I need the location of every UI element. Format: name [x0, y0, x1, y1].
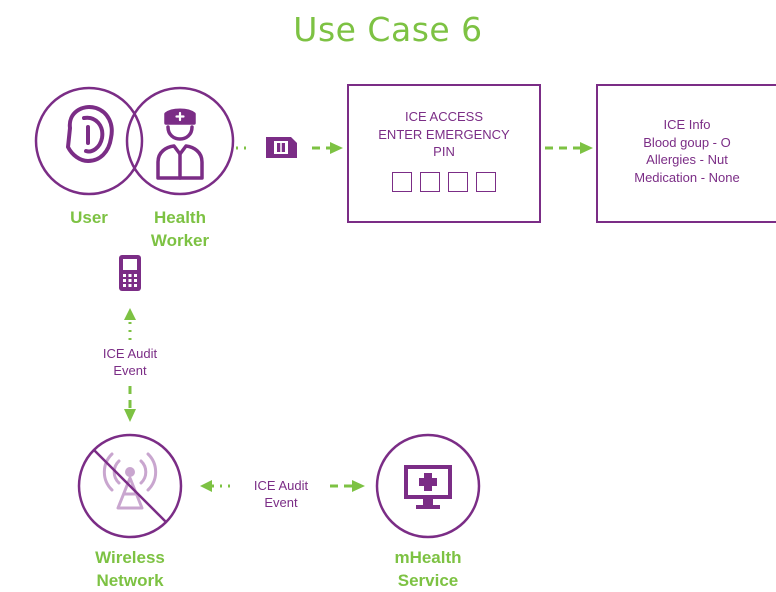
pin-input — [349, 172, 539, 192]
ice-info-box: ICE Info Blood goup - O Allergies - Nut … — [596, 84, 776, 223]
arrow-horizontal-audit — [200, 480, 365, 492]
ice-access-text: ICE ACCESS ENTER EMERGENCY PIN — [378, 109, 510, 159]
pin-digit-box — [448, 172, 468, 192]
arrow-to-info — [545, 142, 593, 154]
arrow-to-access — [236, 142, 343, 154]
health-worker-label: Health Worker — [150, 208, 210, 250]
arrow-vertical-audit — [124, 308, 136, 422]
user-circle — [34, 86, 144, 196]
nurse-icon — [156, 108, 204, 180]
user-face-icon — [66, 105, 114, 163]
mobile-phone-icon — [119, 255, 141, 291]
ice-info-text: ICE Info Blood goup - O Allergies - Nut … — [634, 117, 740, 185]
mhealth-service-label: mHealth Service — [394, 548, 462, 590]
medical-monitor-icon — [375, 433, 481, 539]
pin-digit-box — [476, 172, 496, 192]
wireless-network-label: Wireless Network — [95, 548, 165, 590]
horizontal-audit-label: ICE Audit Event — [253, 478, 309, 510]
user-label: User — [70, 208, 108, 227]
pin-digit-box — [420, 172, 440, 192]
no-signal-tower-icon — [77, 433, 183, 539]
vertical-audit-label: ICE Audit Event — [102, 346, 158, 378]
pin-digit-box — [392, 172, 412, 192]
sim-card-icon — [266, 137, 297, 158]
ice-access-box: ICE ACCESS ENTER EMERGENCY PIN — [347, 84, 541, 223]
page-title: Use Case 6 — [293, 10, 483, 49]
health-worker-circle — [125, 86, 235, 196]
